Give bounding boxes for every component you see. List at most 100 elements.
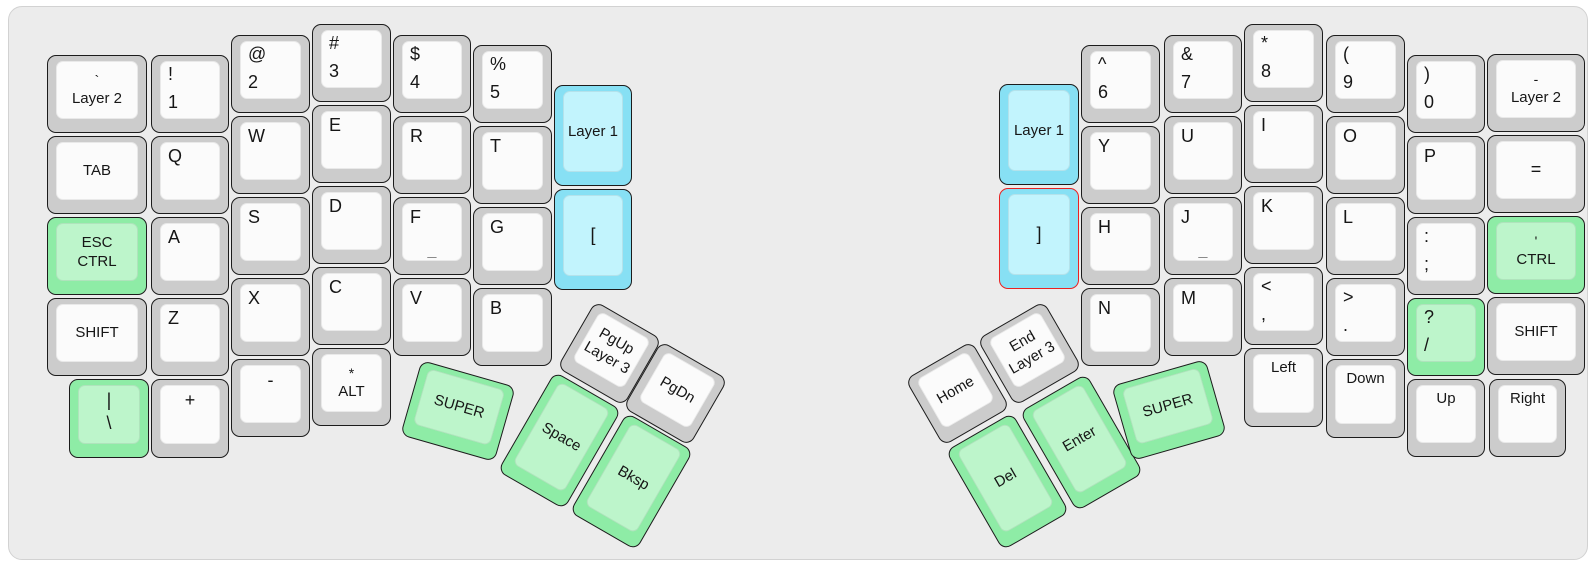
key-label-line: ,	[1261, 304, 1267, 325]
key-x[interactable]: X	[231, 278, 310, 356]
key-label-line: *	[348, 365, 355, 382]
key-t[interactable]: T	[473, 126, 552, 204]
key-shift-right[interactable]: SHIFT	[1487, 297, 1585, 375]
key-equals[interactable]: =	[1487, 135, 1585, 213]
key-pipe-backslash[interactable]: |\	[69, 379, 149, 458]
key-label-line: 6	[1098, 82, 1109, 103]
key-minus[interactable]: -	[231, 359, 310, 437]
key-colon-semicolon[interactable]: :;	[1407, 217, 1485, 295]
key-label: Left	[1254, 355, 1313, 412]
key-arrow-left[interactable]: Left	[1244, 348, 1323, 427]
key-at-2[interactable]: @2	[231, 35, 310, 113]
keycap-top-face: )0	[1416, 61, 1476, 119]
key-f[interactable]: _F	[393, 197, 471, 275]
key-question-slash[interactable]: ?/	[1407, 298, 1485, 376]
key-z[interactable]: Z	[151, 298, 229, 376]
key-c[interactable]: C	[312, 267, 391, 345]
key-quote-ctrl[interactable]: 'CTRL	[1487, 216, 1585, 294]
key-label: Z	[161, 305, 219, 361]
key-label-line: 2	[248, 72, 259, 93]
key-super-left[interactable]: SUPER	[400, 360, 516, 462]
key-percent-5[interactable]: %5	[473, 45, 552, 123]
key-label: Home	[917, 352, 994, 428]
key-minus-layer2[interactable]: -Layer 2	[1487, 54, 1585, 132]
key-right-bracket[interactable]: ]	[999, 188, 1079, 289]
key-l[interactable]: L	[1326, 197, 1405, 275]
key-hash-3[interactable]: #3	[312, 24, 391, 102]
key-label: K	[1254, 193, 1313, 249]
key-caret-6[interactable]: ^6	[1081, 45, 1160, 123]
key-n[interactable]: N	[1081, 288, 1160, 366]
key-g[interactable]: G	[473, 207, 552, 285]
key-shift-left[interactable]: SHIFT	[47, 298, 147, 376]
key-label-line: S	[248, 207, 261, 227]
keycap-top-face: SUPER	[1121, 367, 1215, 446]
key-label-line: |	[106, 390, 112, 410]
key-i[interactable]: I	[1244, 105, 1323, 183]
key-label: Up	[1417, 386, 1475, 442]
key-layer1-right[interactable]: Layer 1	[999, 84, 1079, 185]
key-o[interactable]: O	[1326, 116, 1405, 194]
key-label-line: F	[410, 207, 421, 227]
key-label-line: O	[1343, 126, 1358, 146]
key-label: `Layer 2	[57, 62, 137, 118]
keycap-top-face: 'CTRL	[1496, 222, 1576, 280]
key-j[interactable]: _J	[1164, 197, 1242, 275]
keycap-top-face: _F	[402, 203, 462, 261]
key-m[interactable]: M	[1164, 278, 1242, 356]
key-label-line: E	[329, 115, 342, 135]
keycap-top-face: K	[1253, 192, 1314, 250]
key-layer1-left[interactable]: Layer 1	[554, 85, 632, 186]
key-q[interactable]: Q	[151, 136, 229, 214]
key-asterisk-8[interactable]: *8	[1244, 24, 1323, 102]
key-label: W	[241, 123, 300, 179]
key-label-line: 7	[1181, 72, 1192, 93]
key-u[interactable]: U	[1164, 116, 1242, 194]
key-a[interactable]: A	[151, 217, 229, 295]
key-p[interactable]: P	[1407, 136, 1485, 214]
key-b[interactable]: B	[473, 288, 552, 366]
key-label-line: ^	[1098, 54, 1107, 74]
key-s[interactable]: S	[231, 197, 310, 275]
key-left-bracket[interactable]: [	[554, 189, 632, 290]
key-label-line: K	[1261, 196, 1274, 216]
key-k[interactable]: K	[1244, 186, 1323, 264]
key-amp-7[interactable]: &7	[1164, 35, 1242, 113]
key-label: B	[483, 295, 542, 351]
key-label-line: Left	[1270, 359, 1297, 376]
key-label-line: )	[1424, 64, 1430, 84]
key-label-line: Layer 1	[1013, 121, 1065, 139]
key-arrow-down[interactable]: Down	[1326, 359, 1405, 438]
key-dollar-4[interactable]: $4	[393, 35, 471, 113]
key-y[interactable]: Y	[1081, 126, 1160, 204]
key-v[interactable]: V	[393, 278, 471, 356]
key-arrow-up[interactable]: Up	[1407, 379, 1485, 457]
key-exclaim-1[interactable]: !1	[151, 55, 229, 133]
key-paren-9[interactable]: (9	[1326, 35, 1405, 113]
key-asterisk-alt[interactable]: *ALT	[312, 348, 391, 426]
keycap-top-face: ]	[1008, 194, 1070, 275]
keycap-top-face: M	[1173, 284, 1233, 342]
key-h[interactable]: H	[1081, 207, 1160, 285]
key-d[interactable]: D	[312, 186, 391, 264]
key-label-line: Down	[1346, 370, 1385, 387]
keycap-top-face: U	[1173, 122, 1233, 180]
key-e[interactable]: E	[312, 105, 391, 183]
key-label: Right	[1499, 386, 1556, 442]
key-super-right[interactable]: SUPER	[1111, 359, 1227, 461]
key-greater-period[interactable]: >.	[1326, 278, 1405, 356]
key-plus[interactable]: +	[151, 379, 229, 458]
key-tab[interactable]: TAB	[47, 136, 147, 214]
key-label-line: P	[1424, 146, 1437, 166]
key-paren-0[interactable]: )0	[1407, 55, 1485, 133]
key-grave-layer2[interactable]: `Layer 2	[47, 55, 147, 133]
key-label-line: CTRL	[77, 252, 117, 270]
key-label-line: SUPER	[432, 391, 487, 422]
key-label: A	[161, 224, 219, 280]
key-r[interactable]: R	[393, 116, 471, 194]
key-less-comma[interactable]: <,	[1244, 267, 1323, 345]
key-w[interactable]: W	[231, 116, 310, 194]
key-arrow-right[interactable]: Right	[1489, 379, 1566, 457]
key-label-line: H	[1098, 217, 1111, 237]
